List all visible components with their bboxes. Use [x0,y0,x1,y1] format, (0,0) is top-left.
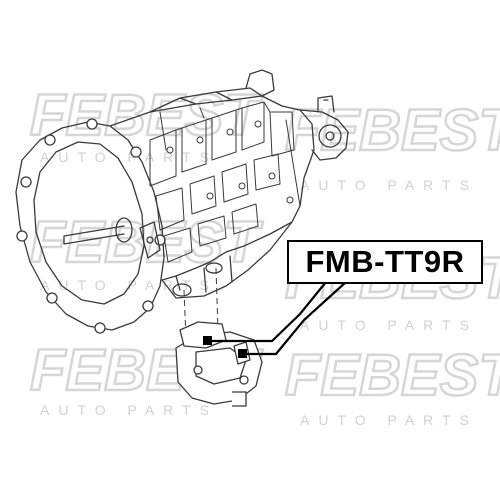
mount-bolt [193,365,203,375]
rear-output-hub [325,131,335,141]
rear-output-flange [318,124,342,148]
rear-extension [299,109,349,161]
lower-boss [205,262,223,274]
part-number-text: FMB-TT9R [305,244,465,279]
bell-housing-rim [33,141,145,305]
side-mount-plate [139,221,161,259]
transmission-drawing [15,69,349,334]
watermark-tagline: AUTO PARTS [40,402,218,418]
shifter-tower [245,69,275,97]
watermark-logo: FEBEST [30,210,263,275]
watermark-tagline: AUTO PARTS [40,149,218,165]
leader-marker-upper [203,336,212,345]
top-cover [149,87,263,113]
input-shaft-bearing [115,217,133,243]
lower-case [161,221,293,299]
leader-line-lower [244,281,347,356]
watermark-tagline: AUTO PARTS [40,277,218,293]
watermark-tagline: AUTO PARTS [300,412,478,428]
input-shaft [63,225,125,245]
part-number-label: FMB-TT9R [287,240,483,284]
case-ribbing [149,101,301,263]
lower-case-flange [175,255,233,293]
watermark-logo: FEBEST [285,343,500,408]
rear-mount-arm [317,95,335,113]
watermark-logo: FEBEST [285,98,500,163]
lower-boss [172,283,192,297]
leader-lines [208,281,347,356]
leader-markers [203,336,247,358]
leader-line-upper [208,281,327,343]
watermark-logo: FEBEST [30,83,263,148]
mount-foot [232,391,247,407]
guide-line-rear [215,267,219,331]
side-mount-bolt [146,236,154,244]
bell-bolt-bosses [16,118,166,334]
watermark-tagline: AUTO PARTS [300,177,478,193]
watermark-tagline: AUTO PARTS [300,317,478,333]
leader-marker-lower [238,349,247,358]
mount-bolt [239,375,249,385]
